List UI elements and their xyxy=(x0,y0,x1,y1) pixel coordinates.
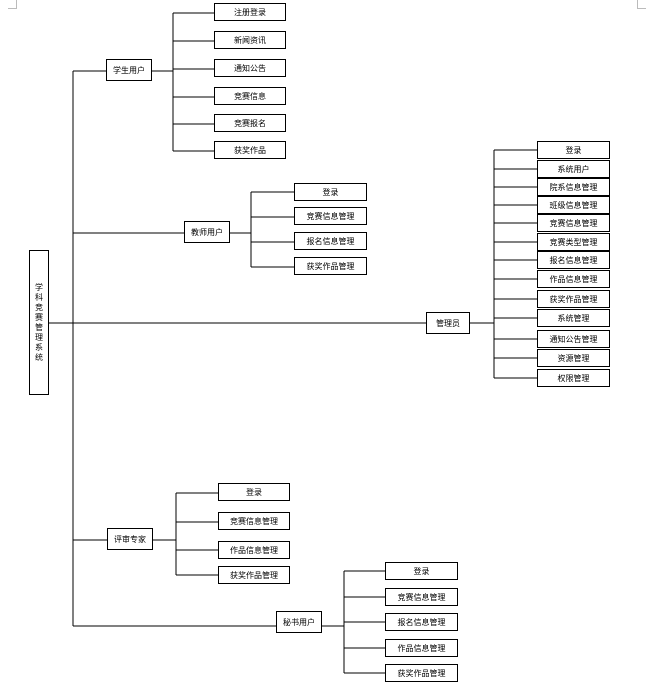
branch-node-student: 学生用户 xyxy=(106,59,152,81)
branch-node-admin: 管理员 xyxy=(426,312,470,334)
leaf-node: 通知公告管理 xyxy=(537,330,610,348)
leaf-node: 获奖作品管理 xyxy=(537,290,610,308)
leaf-node: 院系信息管理 xyxy=(537,178,610,196)
leaf-node: 获奖作品 xyxy=(214,141,286,159)
leaf-node: 竞赛报名 xyxy=(214,114,286,132)
leaf-node: 竞赛信息管理 xyxy=(218,512,290,530)
branch-node-teacher: 教师用户 xyxy=(184,221,230,243)
leaf-node: 竞赛信息管理 xyxy=(537,214,610,232)
leaf-node: 获奖作品管理 xyxy=(385,664,458,682)
leaf-node: 获奖作品管理 xyxy=(218,566,290,584)
leaf-node: 班级信息管理 xyxy=(537,196,610,214)
leaf-node: 新闻资讯 xyxy=(214,31,286,49)
leaf-node: 报名信息管理 xyxy=(537,251,610,269)
leaf-node: 竞赛类型管理 xyxy=(537,233,610,251)
branch-node-expert: 评审专家 xyxy=(107,528,153,550)
leaf-node: 报名信息管理 xyxy=(385,613,458,631)
branch-node-secretary: 秘书用户 xyxy=(276,611,322,633)
leaf-node: 登录 xyxy=(218,483,290,501)
leaf-node: 通知公告 xyxy=(214,59,286,77)
page-corner-mark-left xyxy=(8,0,17,9)
leaf-node: 权限管理 xyxy=(537,369,610,387)
leaf-node: 竞赛信息 xyxy=(214,87,286,105)
leaf-node: 竞赛信息管理 xyxy=(294,207,367,225)
leaf-node: 竞赛信息管理 xyxy=(385,588,458,606)
leaf-node: 系统用户 xyxy=(537,160,610,178)
leaf-node: 作品信息管理 xyxy=(385,639,458,657)
page-corner-mark-right xyxy=(637,0,646,9)
leaf-node: 登录 xyxy=(537,141,610,159)
leaf-node: 注册登录 xyxy=(214,3,286,21)
leaf-node: 系统管理 xyxy=(537,309,610,327)
leaf-node: 作品信息管理 xyxy=(537,270,610,288)
leaf-node: 报名信息管理 xyxy=(294,232,367,250)
leaf-node: 登录 xyxy=(385,562,458,580)
leaf-node: 资源管理 xyxy=(537,349,610,367)
leaf-node: 获奖作品管理 xyxy=(294,257,367,275)
leaf-node: 登录 xyxy=(294,183,367,201)
leaf-node: 作品信息管理 xyxy=(218,541,290,559)
root-node: 学科竞赛管理系统 xyxy=(29,250,49,395)
